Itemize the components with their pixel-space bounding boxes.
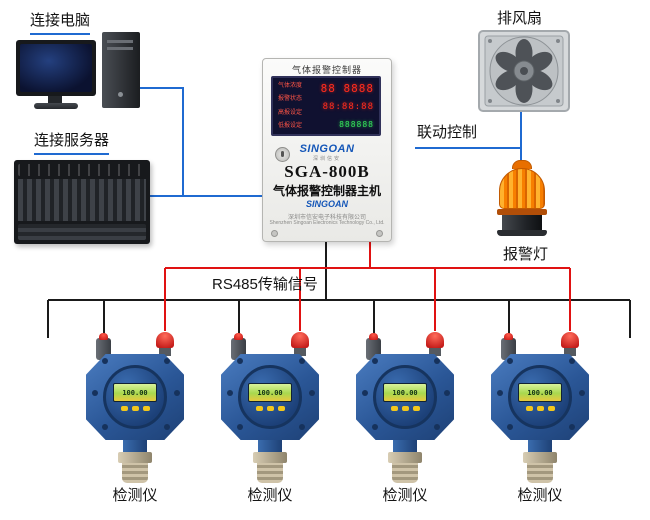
display-row-labels: 气体浓度 报警状态 高报设定 低报设定 — [278, 83, 302, 129]
detector-buttons — [120, 406, 150, 411]
display-row-label: 气体浓度 — [278, 83, 303, 89]
display-row-label: 高报设定 — [278, 109, 303, 116]
detector-label-3: 检测仪 — [382, 487, 428, 504]
detector-alarm-beacon — [426, 332, 444, 356]
computer-tower — [102, 32, 140, 108]
controller-footer-cn: 深圳市信安电子科技有限公司 — [287, 215, 366, 221]
controller-panel-title: 气体报警控制器 — [291, 65, 362, 75]
detector-body: 100.00 — [491, 354, 589, 440]
drive-bay — [107, 40, 133, 43]
detector-neck — [393, 440, 417, 452]
server-graphic — [14, 160, 150, 244]
label-rs485-signal: RS485传输信号 — [212, 276, 318, 293]
power-button-icon — [118, 92, 123, 97]
alarm-light-graphic — [492, 160, 552, 236]
detector-screen: 100.00 — [518, 383, 562, 402]
label-exhaust-fan: 排风扇 — [497, 10, 543, 27]
controller-graphic: 气体报警控制器 气体浓度 报警状态 高报设定 低报设定 88 8888 88:8… — [262, 58, 392, 242]
detector-faceplate: 100.00 — [373, 365, 437, 429]
detector-alarm-beacon — [156, 332, 174, 356]
controller-model: SGA-800B — [284, 162, 370, 181]
detector-unit-3: 100.00 — [350, 332, 460, 487]
server-top-panel — [18, 164, 146, 176]
controller-footer-en: Shenzhen Singoan Electronics Technology … — [269, 220, 385, 226]
detector-screen: 100.00 — [383, 383, 427, 402]
monitor-stand — [48, 96, 62, 103]
server-bottom-panel — [18, 224, 146, 240]
controller-brand-logo: SINGOAN — [299, 143, 355, 155]
detector-alarm-beacon — [291, 332, 309, 356]
screw-icon — [271, 230, 278, 237]
detector-probe — [523, 452, 557, 483]
controller-display: 气体浓度 报警状态 高报设定 低报设定 88 8888 88:88:88 888… — [271, 76, 381, 136]
drive-bay — [107, 47, 133, 50]
detector-probe — [253, 452, 287, 483]
bolt-icons — [102, 358, 108, 364]
sensor-led-icon — [99, 333, 108, 340]
detector-unit-1: 100.00 — [80, 332, 190, 487]
beacon-dome — [499, 168, 545, 209]
detector-probe — [388, 452, 422, 483]
computer-graphic — [16, 32, 142, 110]
beacon-base — [502, 215, 542, 230]
label-alarm-light: 报警灯 — [503, 246, 549, 263]
display-row-label: 报警状态 — [278, 96, 303, 103]
computer-monitor — [16, 40, 96, 96]
detector-screen: 100.00 — [113, 383, 157, 402]
server-blades — [18, 179, 146, 221]
sensor-led-icon — [369, 333, 378, 340]
detector-neck — [123, 440, 147, 452]
label-linkage-control: 联动控制 — [417, 124, 478, 141]
display-digits-red-2: 88:88:88 — [322, 102, 374, 112]
label-connect-server: 连接服务器 — [34, 132, 110, 155]
detector-unit-2: 100.00 — [215, 332, 325, 487]
beacon-flange — [497, 230, 547, 236]
sensor-led-icon — [234, 333, 243, 340]
display-digits-red: 88 8888 — [320, 82, 374, 95]
sensor-led-icon — [504, 333, 513, 340]
detector-body: 100.00 — [221, 354, 319, 440]
detector-label-2: 检测仪 — [247, 487, 293, 504]
beacon-collar — [497, 209, 547, 215]
key-lock-icon — [275, 147, 290, 162]
detector-buttons — [525, 406, 555, 411]
detector-body: 100.00 — [86, 354, 184, 440]
monitor-base — [34, 103, 78, 109]
detector-faceplate: 100.00 — [238, 365, 302, 429]
detector-neck — [528, 440, 552, 452]
computer-screen — [20, 44, 92, 92]
exhaust-fan-graphic — [478, 30, 570, 117]
detector-neck — [258, 440, 282, 452]
detector-screen: 100.00 — [248, 383, 292, 402]
display-digits: 88 8888 88:88:88 888888 — [307, 83, 374, 129]
detector-label-4: 检测仪 — [517, 487, 563, 504]
detector-label-1: 检测仪 — [112, 487, 158, 504]
bolt-icons — [507, 358, 513, 364]
controller-device-name: 气体报警控制器主机 — [272, 184, 381, 198]
detector-probe — [118, 452, 152, 483]
bolt-icons — [237, 358, 243, 364]
detector-faceplate: 100.00 — [508, 365, 572, 429]
detector-unit-4: 100.00 — [485, 332, 595, 487]
detector-alarm-beacon — [561, 332, 579, 356]
bolt-icons — [372, 358, 378, 364]
display-digits-green: 888888 — [339, 120, 374, 129]
detector-buttons — [255, 406, 285, 411]
controller-brand-logo-small: SINGOAN — [305, 199, 348, 209]
detector-faceplate: 100.00 — [103, 365, 167, 429]
detector-body: 100.00 — [356, 354, 454, 440]
detector-buttons — [390, 406, 420, 411]
label-connect-pc: 连接电脑 — [30, 12, 91, 35]
screw-icon — [376, 230, 383, 237]
display-row-label: 低报设定 — [278, 122, 303, 129]
beacon-cap — [512, 160, 532, 169]
controller-brand-subtext: 深圳信安 — [312, 156, 341, 162]
